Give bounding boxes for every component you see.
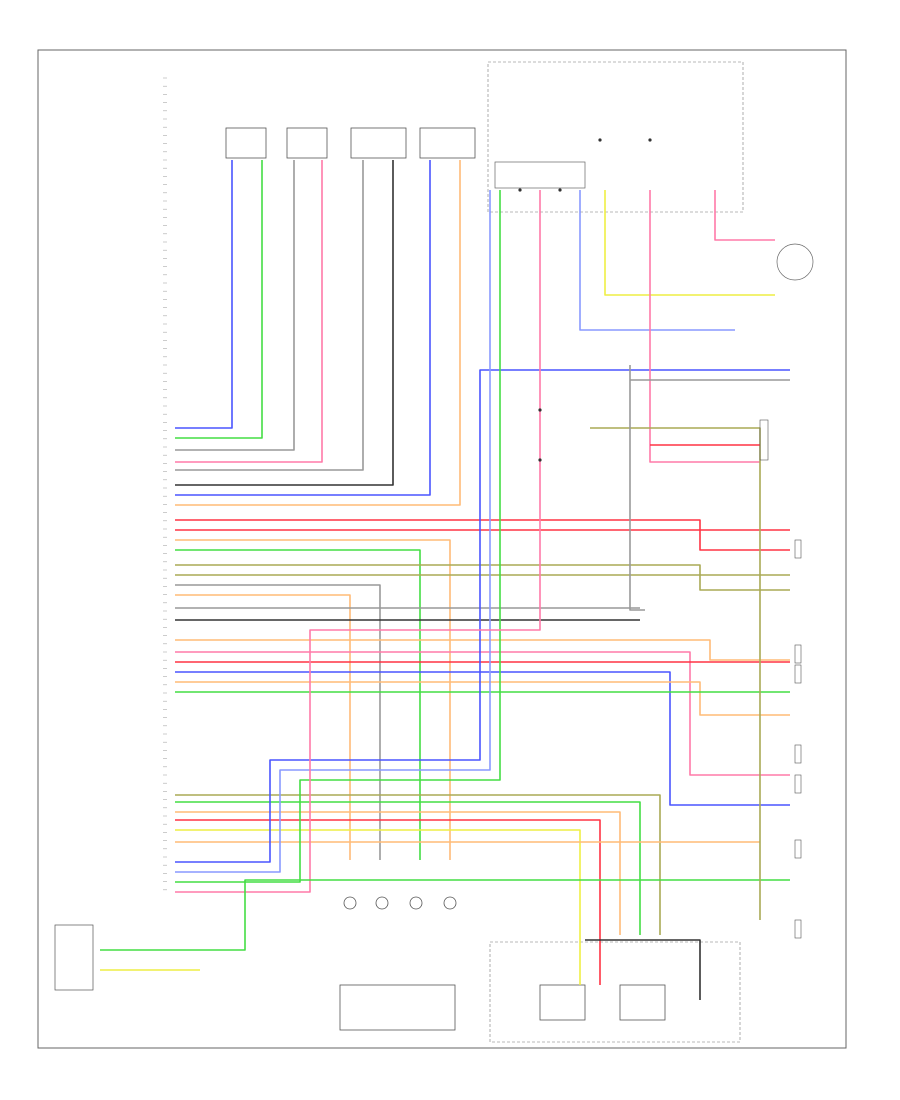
wire-orange bbox=[175, 811, 621, 935]
wire-pink bbox=[175, 651, 790, 776]
component-box-4 bbox=[419, 127, 476, 159]
top-components bbox=[225, 61, 744, 213]
wire-lightblue bbox=[175, 190, 491, 873]
wires bbox=[100, 138, 790, 1000]
left-bottom-sensor bbox=[54, 924, 94, 991]
wire-orange bbox=[175, 639, 790, 661]
wire-red bbox=[175, 819, 601, 985]
component-box-1 bbox=[225, 127, 267, 159]
wire-gray bbox=[629, 365, 645, 611]
right-comp-7 bbox=[794, 839, 802, 859]
wire-green bbox=[175, 190, 501, 883]
wire-pink bbox=[175, 190, 541, 893]
right-side-components bbox=[759, 419, 802, 939]
wire-yellow bbox=[604, 190, 775, 296]
wire-green bbox=[100, 879, 790, 951]
control-module-connector bbox=[163, 77, 167, 891]
wire-black bbox=[175, 160, 394, 486]
inner-component-box bbox=[494, 161, 586, 189]
component-box-3 bbox=[350, 127, 407, 159]
module-box-bottom bbox=[339, 984, 456, 1031]
wire-blue bbox=[175, 160, 431, 496]
wire-pink bbox=[649, 190, 760, 463]
wire-orange bbox=[175, 594, 351, 860]
right-comp-4 bbox=[794, 664, 802, 684]
wire-green bbox=[175, 549, 421, 860]
wire-orange bbox=[175, 681, 790, 716]
wire-olive bbox=[175, 794, 661, 935]
belt-switch-left bbox=[539, 984, 586, 1021]
wire-gray bbox=[175, 584, 381, 860]
connector-circle-2 bbox=[375, 896, 389, 910]
right-circle-component bbox=[776, 243, 814, 281]
diagram-frame bbox=[37, 49, 847, 1049]
wire-red bbox=[175, 519, 790, 551]
wire-pink bbox=[714, 190, 775, 241]
wire-blue bbox=[175, 369, 790, 863]
splice-dot bbox=[598, 138, 602, 142]
right-comp-3 bbox=[794, 644, 802, 664]
right-comp-5 bbox=[794, 744, 802, 764]
right-comp-8 bbox=[794, 919, 802, 939]
wire-olive bbox=[590, 427, 761, 920]
right-comp-2 bbox=[794, 539, 802, 559]
wire-gray bbox=[175, 160, 364, 471]
connector-circle-1 bbox=[343, 896, 357, 910]
right-comp-1 bbox=[759, 419, 769, 461]
wire-green bbox=[175, 160, 263, 439]
connector-circle-3 bbox=[409, 896, 423, 910]
splice-dot bbox=[538, 408, 542, 412]
bottom-dashed-group bbox=[489, 941, 741, 1043]
wire-orange bbox=[175, 539, 451, 860]
wire-olive bbox=[175, 564, 790, 591]
right-comp-6 bbox=[794, 774, 802, 794]
splice-dot bbox=[538, 458, 542, 462]
wire-pink bbox=[175, 160, 323, 463]
component-box-2 bbox=[286, 127, 328, 159]
connector-circle-4 bbox=[443, 896, 457, 910]
splice-dot bbox=[518, 188, 522, 192]
wire-gray bbox=[175, 160, 295, 451]
wire-lightblue bbox=[579, 190, 735, 331]
bottom-components bbox=[54, 243, 814, 1043]
wire-blue bbox=[175, 671, 790, 806]
belt-switch-right bbox=[619, 984, 666, 1021]
wire-green bbox=[175, 801, 641, 935]
top-right-component-dashed bbox=[487, 61, 744, 213]
wire-black bbox=[585, 939, 701, 1000]
wire-blue bbox=[175, 160, 233, 429]
wire-orange bbox=[175, 160, 461, 506]
splice-dot bbox=[558, 188, 562, 192]
splice-dot bbox=[648, 138, 652, 142]
